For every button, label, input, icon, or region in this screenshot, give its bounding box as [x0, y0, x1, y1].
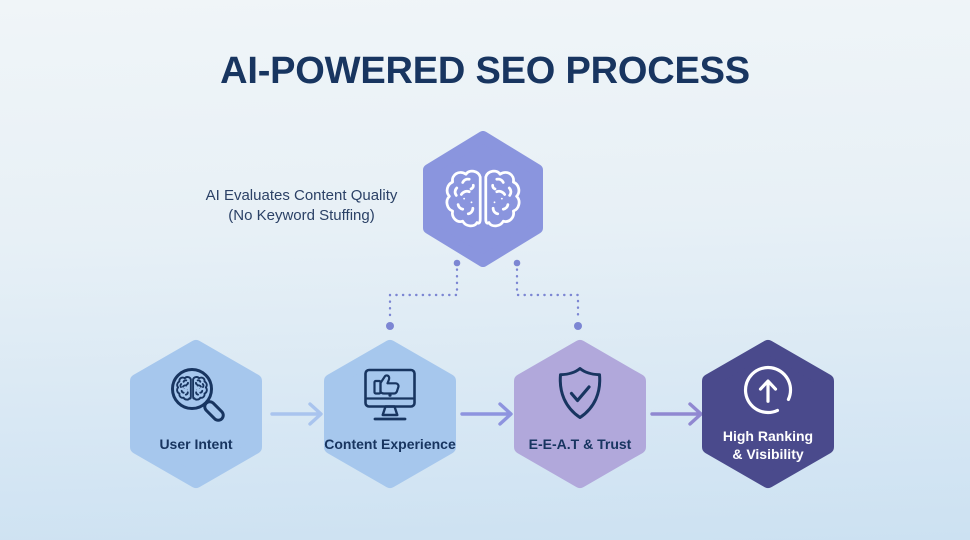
dotted-branch-connectors — [386, 259, 582, 330]
brain-icon — [444, 165, 522, 235]
dotted-line-left — [388, 261, 459, 322]
hexagon-ai-node — [423, 131, 543, 267]
step-label: E-E-A.T & Trust — [528, 436, 632, 452]
monitor-thumbs-up-icon — [364, 368, 416, 421]
step-hexagon-eeat-trust: E-E-A.T & Trust — [514, 339, 646, 489]
page-title: AI-POWERED SEO PROCESS — [220, 50, 750, 92]
search-brain-icon — [171, 368, 225, 422]
annotation-line-2: (No Keyword Stuffing) — [228, 207, 375, 224]
connector-dot — [513, 259, 521, 267]
hexagon-shape — [130, 340, 262, 488]
step-label-line-2: & Visibility — [732, 446, 804, 462]
arrow-right-icon — [650, 402, 703, 426]
annotation-line-1: AI Evaluates Content Quality — [205, 187, 398, 204]
step-hexagon-content-experience: Content Experience — [324, 339, 456, 489]
arrow-right-icon — [460, 402, 513, 426]
shield-check-icon — [558, 367, 602, 419]
step-hexagon-user-intent: User Intent — [130, 339, 262, 489]
dotted-line-right — [515, 261, 580, 322]
connector-dot — [386, 322, 394, 330]
arrow-right-icon — [270, 402, 323, 426]
step-label: High Ranking & Visibility — [702, 427, 834, 463]
step-label: User Intent — [159, 436, 233, 452]
hexagon-shape — [514, 340, 646, 488]
arrow-up-circle-icon — [744, 366, 793, 415]
step-label: Content Experience — [324, 436, 456, 452]
ai-node-annotation: AI Evaluates Content Quality (No Keyword… — [170, 186, 433, 226]
connector-dot — [574, 322, 582, 330]
hexagon-shape — [423, 131, 543, 267]
step-label-line-1: High Ranking — [722, 428, 814, 444]
step-hexagon-high-ranking: High Ranking & Visibility — [702, 339, 834, 489]
connector-dot — [453, 259, 461, 267]
